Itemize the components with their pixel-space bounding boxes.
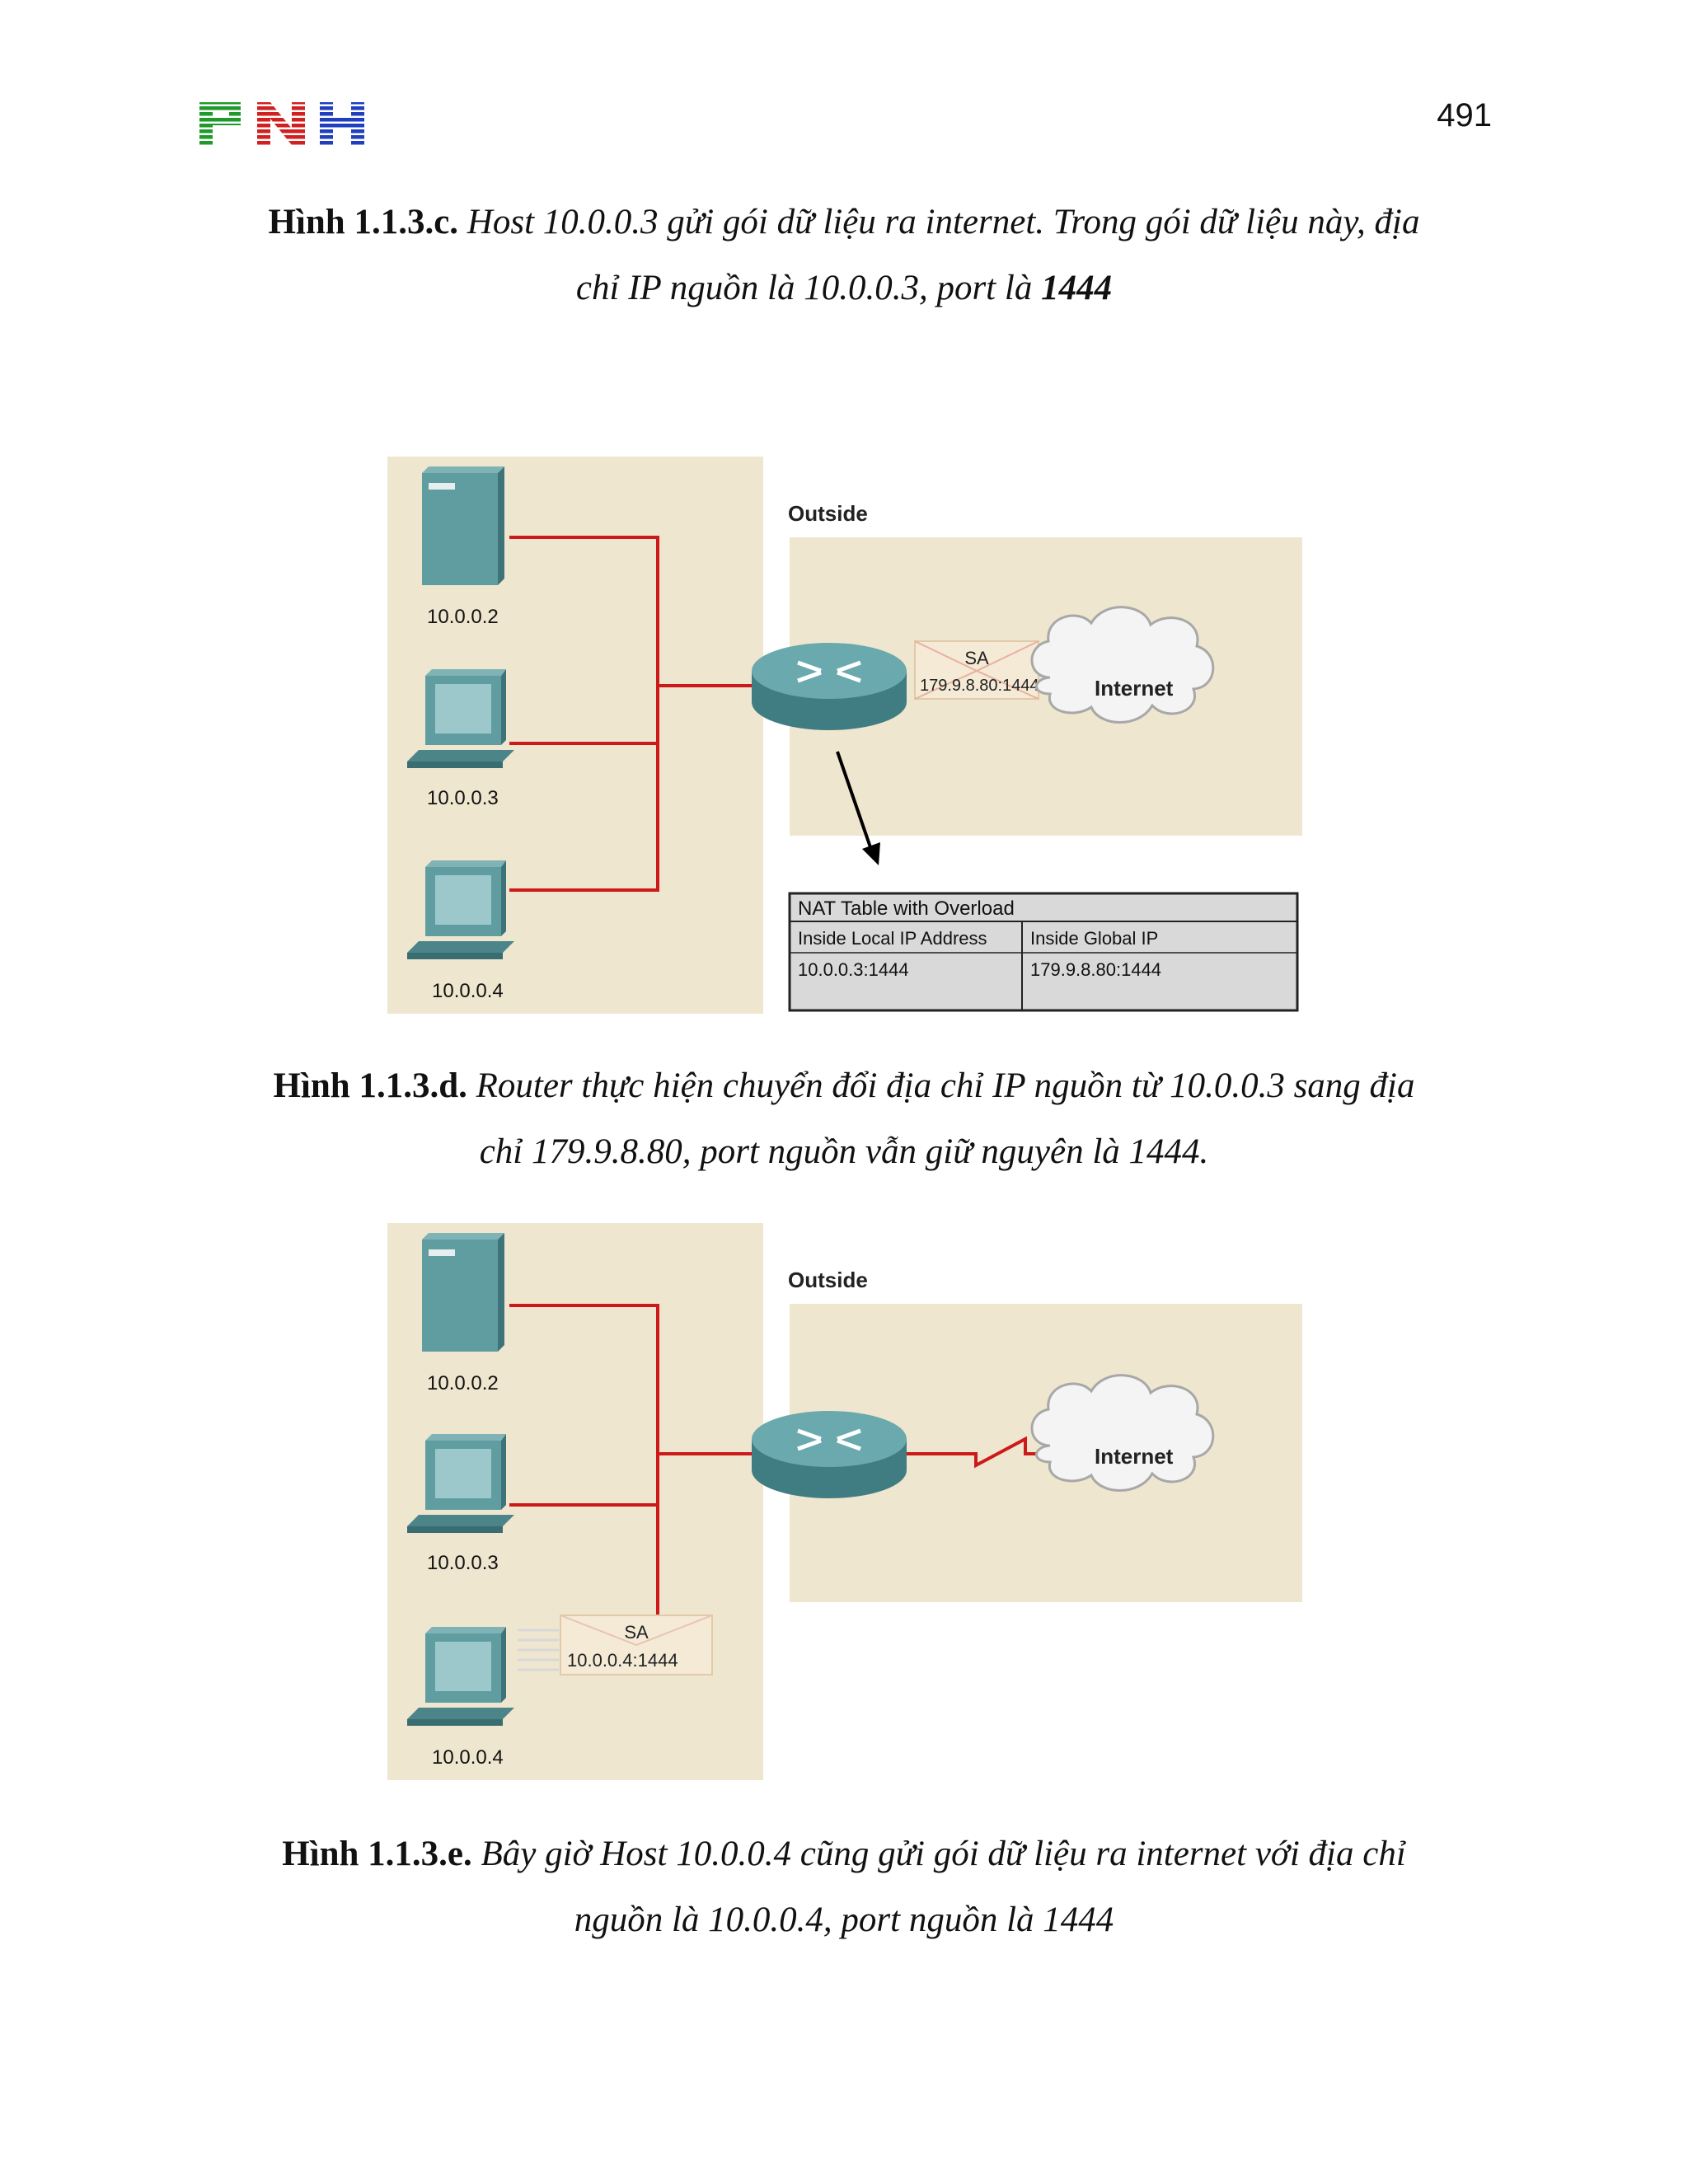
page-number: 491: [1437, 97, 1492, 134]
nat-figure-d: Outside 10.0.0.2 10.0.0.3: [386, 455, 1302, 1015]
caption-text: chỉ 179.9.8.80, port nguồn vẫn giữ nguyê…: [479, 1132, 1209, 1171]
packet-envelope: SA 179.9.8.80:1444: [914, 640, 1039, 700]
caption-text: Host 10.0.0.3 gửi gói dữ liệu ra interne…: [467, 203, 1420, 241]
nat-table: NAT Table with Overload Inside Local IP …: [788, 892, 1299, 1012]
host-label: 10.0.0.4: [432, 1746, 504, 1769]
host-label: 10.0.0.3: [427, 1552, 499, 1574]
caption-text: chỉ IP nguồn là 10.0.0.3, port là: [575, 269, 1042, 307]
outside-label: Outside: [788, 501, 868, 526]
host-label: 10.0.0.2: [427, 606, 499, 628]
inside-links: [509, 536, 752, 892]
nat-table-cell: 179.9.8.80:1444: [1030, 959, 1161, 980]
arrow-down-icon: [836, 751, 880, 865]
figure-caption-d: Hình 1.1.3.d. Router thực hiện chuyển đổ…: [190, 1053, 1498, 1185]
router-icon: [752, 643, 907, 730]
figure-caption-c: Hình 1.1.3.c. Host 10.0.0.3 gửi gói dữ l…: [190, 190, 1498, 321]
host-label: 10.0.0.2: [427, 1372, 499, 1394]
packet-envelope: SA 10.0.0.4:1444: [560, 1615, 713, 1675]
cloud-label: Internet: [1095, 1444, 1174, 1469]
motion-lines: [518, 1629, 559, 1671]
packet-title: SA: [624, 1622, 649, 1643]
caption-label: Hình 1.1.3.e.: [282, 1835, 472, 1873]
caption-text: Router thực hiện chuyển đổi địa chỉ IP n…: [476, 1066, 1415, 1105]
host-label: 10.0.0.4: [432, 980, 504, 1002]
internet-cloud-icon: Internet: [1030, 606, 1215, 724]
nat-table-title: NAT Table with Overload: [798, 898, 1015, 920]
server-icon: [422, 1233, 504, 1352]
host-label: 10.0.0.3: [427, 787, 499, 809]
pc-icon: [407, 1627, 514, 1726]
caption-text: nguồn là 10.0.0.4, port nguồn là 1444: [574, 1900, 1114, 1939]
nat-table-header: Inside Global IP: [1030, 928, 1158, 949]
pc-icon: [407, 1434, 514, 1533]
pnh-logo: [198, 101, 367, 147]
inside-links: [509, 1304, 752, 1617]
outside-label: Outside: [788, 1268, 868, 1292]
packet-title: SA: [964, 648, 989, 668]
caption-text: Bây giờ Host 10.0.0.4 cũng gửi gói dữ li…: [481, 1835, 1406, 1873]
internet-cloud-icon: Internet: [1030, 1374, 1215, 1492]
packet-address: 10.0.0.4:1444: [567, 1650, 678, 1671]
nat-figure-e: Outside 10.0.0.2 10.0.0.3: [386, 1221, 1302, 1782]
caption-emphasis: 1444: [1041, 269, 1113, 307]
pc-icon: [407, 669, 514, 768]
caption-label: Hình 1.1.3.d.: [273, 1066, 467, 1105]
serial-link: [907, 1436, 1053, 1469]
cloud-label: Internet: [1095, 676, 1174, 701]
pc-icon: [407, 860, 514, 959]
caption-label: Hình 1.1.3.c.: [268, 203, 459, 241]
figure-caption-e: Hình 1.1.3.e. Bây giờ Host 10.0.0.4 cũng…: [190, 1821, 1498, 1953]
nat-table-cell: 10.0.0.3:1444: [798, 959, 909, 980]
server-icon: [422, 466, 504, 585]
nat-table-header: Inside Local IP Address: [798, 928, 987, 949]
router-icon: [752, 1411, 907, 1498]
packet-address: 179.9.8.80:1444: [920, 677, 1039, 695]
